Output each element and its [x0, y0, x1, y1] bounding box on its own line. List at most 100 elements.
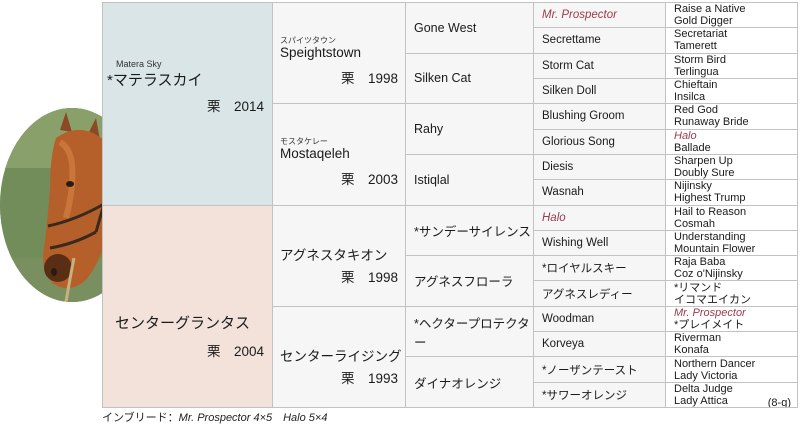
dam-dam-cell: センターライジング 栗 1993 — [272, 305, 406, 409]
gen5-dam: Cosmah — [674, 217, 715, 230]
gen5-sire: Hail to Reason — [674, 205, 747, 218]
gen5-cell: Raise a Native Gold Digger — [665, 1, 798, 29]
gen5-sire: Riverman — [674, 332, 722, 345]
gen4-cell: アグネスレディー — [533, 280, 666, 307]
gen4-cell: Storm Cat — [533, 52, 666, 79]
gen3-cell: Istiqlal — [405, 153, 534, 206]
gen5-sire: Delta Judge — [674, 382, 733, 395]
dam-name: センターグランタス — [115, 314, 251, 332]
dam-dam-color-year: 栗 1993 — [340, 370, 398, 386]
sire-sire-cell: スパイツタウン Speightstown 栗 1998 — [272, 1, 406, 105]
gen5-dam: Tamerett — [674, 40, 717, 53]
gen5-sire: Raja Baba — [674, 256, 726, 269]
gen5-sire: Chieftain — [674, 79, 718, 92]
gen5-cell: *リマンド イコマエイカン — [665, 280, 798, 307]
sire-cell: Matera Sky *マテラスカイ 栗 2014 — [102, 2, 273, 206]
gen5-dam: *プレイメイト — [674, 318, 745, 331]
gen4-cell: *ロイヤルスキー — [533, 255, 666, 282]
gen5-dam: Terlingua — [674, 65, 719, 78]
gen5-cell: Halo Ballade — [665, 128, 798, 155]
gen5-sire: Raise a Native — [674, 3, 746, 16]
gen4-cell: Glorious Song — [533, 128, 666, 155]
gen3-cell: Gone West — [405, 2, 534, 54]
gen5-cell: Raja Baba Coz o'Nijinsky — [665, 255, 798, 282]
gen5-cell: Understanding Mountain Flower — [665, 229, 798, 257]
gen5-cell: Hail to Reason Cosmah — [665, 204, 798, 231]
dam-sire-name: アグネスタキオン — [280, 247, 388, 263]
gen4-cell: Secrettame — [533, 27, 666, 54]
dam-cell: センターグランタス 栗 2004 — [102, 204, 273, 408]
sire-name: *マテラスカイ — [107, 72, 203, 89]
dam-sire-cell: アグネスタキオン 栗 1998 — [272, 204, 406, 307]
gen5-dam: Doubly Sure — [674, 167, 735, 180]
gen3-cell: ダイナオレンジ — [405, 356, 534, 408]
gen5-dam: Runaway Bride — [674, 116, 749, 129]
gen4-cell: Woodman — [533, 305, 666, 333]
gen5-cell: Nijinsky Highest Trump — [665, 179, 798, 206]
sire-dam-cell: モスタケレー Mostaqeleh 栗 2003 — [272, 103, 406, 206]
gen4-cell: Blushing Groom — [533, 103, 666, 130]
inbreeding-name: Mr. Prospector — [542, 9, 617, 22]
gen5-cell: Riverman Konafa — [665, 331, 798, 358]
gen5-dam: Lady Victoria — [674, 369, 738, 382]
family-number: (8-g) — [767, 396, 791, 408]
footer-label: インブリード： — [102, 412, 179, 424]
sire-dam-kana: モスタケレー — [280, 137, 328, 147]
pedigree-table: Matera Sky *マテラスカイ 栗 2014 スパイツタウン Speigh… — [102, 1, 798, 409]
gen5-cell: Secretariat Tamerett — [665, 27, 798, 54]
sire-name-english: Matera Sky — [116, 59, 162, 69]
gen4-cell: Silken Doll — [533, 77, 666, 105]
gen3-cell: アグネスフローラ — [405, 255, 534, 307]
gen4-cell: Wishing Well — [533, 229, 666, 257]
gen5-sire: *リマンド — [674, 281, 723, 294]
gen5-dam: Ballade — [674, 141, 711, 154]
gen4-cell: Halo — [533, 204, 666, 231]
gen5-cell: Red God Runaway Bride — [665, 103, 798, 130]
gen5-cell: Mr. Prospector *プレイメイト — [665, 305, 798, 333]
dam-dam-name: センターライジング — [280, 348, 402, 364]
gen4-cell: Wasnah — [533, 179, 666, 206]
gen5-sire: Storm Bird — [674, 53, 726, 66]
gen4-cell: Diesis — [533, 153, 666, 181]
sire-dam-color-year: 栗 2003 — [340, 172, 398, 188]
gen5-sire: Secretariat — [674, 28, 728, 41]
gen4-cell: *ノーザンテースト — [533, 356, 666, 383]
gen5-cell: Sharpen Up Doubly Sure — [665, 153, 798, 181]
gen5-sire: Sharpen Up — [674, 155, 733, 168]
gen5-sire: Northern Dancer — [674, 357, 756, 370]
gen5-dam: Gold Digger — [674, 15, 733, 28]
gen5-sire: Nijinsky — [674, 180, 712, 193]
sire-sire-name: Speightstown — [280, 45, 362, 60]
inbreeding-name: Halo — [542, 211, 566, 224]
gen5-sire: Understanding — [674, 230, 746, 243]
sire-sire-color-year: 栗 1998 — [340, 71, 398, 86]
gen5-cell: Chieftain Insilca — [665, 77, 798, 105]
gen3-cell: *ヘクタープロテクター — [405, 305, 534, 358]
gen5-dam: Coz o'Nijinsky — [674, 268, 743, 281]
gen4-cell: *サワーオレンジ — [533, 381, 666, 409]
gen5-cell: Delta Judge Lady Attica (8-g) — [665, 381, 798, 409]
gen3-cell: *サンデーサイレンス — [405, 204, 534, 257]
gen5-sire-inbred: Mr. Prospector — [674, 306, 746, 319]
sire-color-year: 栗 2014 — [206, 99, 264, 114]
gen4-cell: Mr. Prospector — [533, 1, 666, 29]
gen5-dam: Mountain Flower — [674, 242, 756, 255]
gen5-cell: Storm Bird Terlingua — [665, 52, 798, 79]
gen3-cell: Silken Cat — [405, 52, 534, 105]
gen5-sire-inbred: Halo — [674, 129, 697, 142]
gen5-dam: Highest Trump — [674, 192, 746, 205]
gen5-dam: Lady Attica — [674, 394, 728, 407]
inbreeding-footer: インブリード：Mr. Prospector 4×5 Halo 5×4 — [102, 409, 327, 425]
gen5-cell: Northern Dancer Lady Victoria — [665, 356, 798, 383]
gen5-dam: Konafa — [674, 344, 709, 357]
gen3-cell: Rahy — [405, 103, 534, 155]
gen5-sire: Red God — [674, 104, 719, 117]
gen5-dam: Insilca — [674, 91, 706, 104]
sire-dam-name: Mostaqeleh — [280, 146, 350, 162]
dam-color-year: 栗 2004 — [206, 343, 264, 359]
dam-sire-color-year: 栗 1998 — [340, 269, 398, 285]
sire-sire-kana: スパイツタウン — [280, 36, 336, 45]
footer-detail: Mr. Prospector 4×5 Halo 5×4 — [178, 412, 328, 424]
gen5-dam: イコマエイカン — [674, 293, 751, 306]
gen4-cell: Korveya — [533, 331, 666, 358]
